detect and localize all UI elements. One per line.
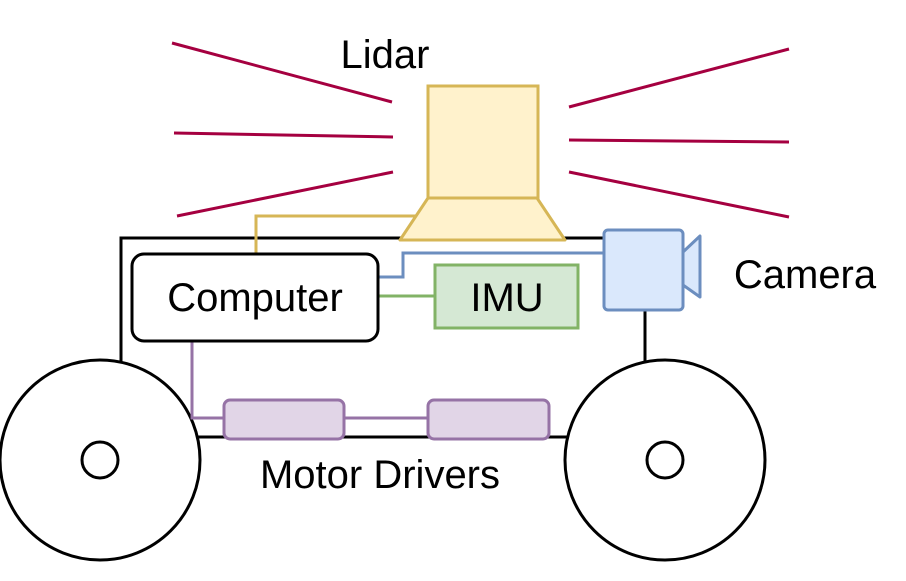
lidar-ray xyxy=(568,47,790,109)
lidar-base xyxy=(398,196,567,242)
lidar-ray xyxy=(171,41,393,104)
lidar-label: Lidar xyxy=(341,33,430,77)
motor-driver-left xyxy=(222,398,346,441)
lidar-ray xyxy=(176,170,394,218)
imu-label: IMU xyxy=(470,276,543,320)
camera-lens xyxy=(681,234,702,299)
computer-motor-wire xyxy=(190,341,224,420)
camera-icon xyxy=(602,228,702,312)
lidar-computer-wire xyxy=(254,214,427,254)
lidar-ray xyxy=(173,131,394,139)
lidar-rays xyxy=(171,41,790,219)
lidar-ray xyxy=(568,138,790,144)
left-wheel xyxy=(0,358,202,562)
computer-label: Computer xyxy=(167,276,343,320)
camera-body xyxy=(602,228,685,312)
right-wheel xyxy=(563,358,767,562)
lidar-ray xyxy=(568,170,790,219)
camera-computer-wire xyxy=(378,251,604,279)
motor-driver-right xyxy=(426,398,551,441)
motor-drivers-label: Motor Drivers xyxy=(260,453,500,497)
camera-label: Camera xyxy=(734,253,877,297)
imu-box xyxy=(433,263,580,330)
computer-box xyxy=(130,252,380,343)
left-wheel-hub xyxy=(80,440,120,480)
lidar-sensor xyxy=(398,84,567,242)
lidar-head xyxy=(426,84,540,200)
right-wheel-hub xyxy=(645,440,685,480)
